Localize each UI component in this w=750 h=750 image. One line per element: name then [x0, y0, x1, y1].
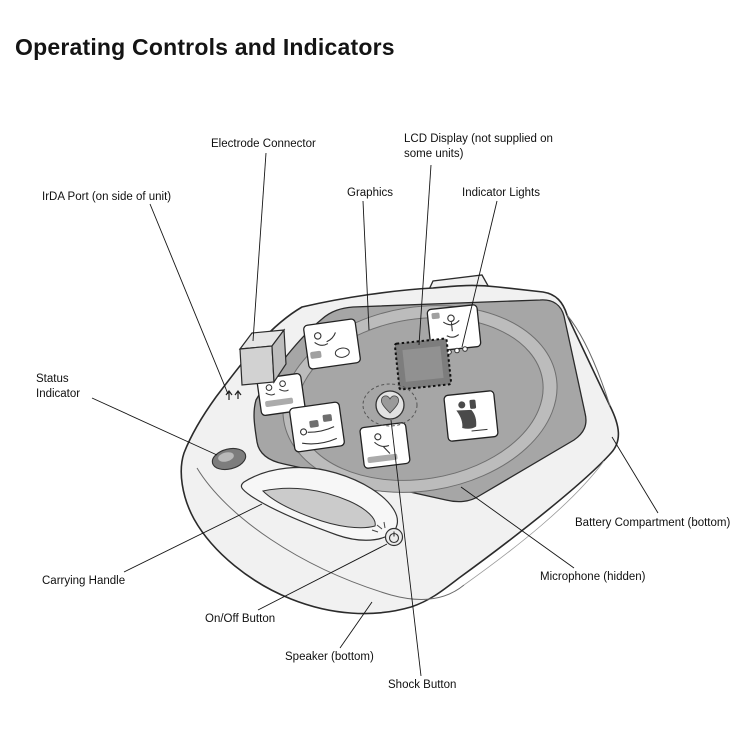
label-lcd-display: LCD Display (not supplied on some units)	[404, 133, 553, 160]
leader-indicator-lights	[461, 200, 498, 348]
label-indicator-lights: Indicator Lights	[462, 187, 540, 199]
label-carrying-handle: Carrying Handle	[42, 575, 126, 587]
page-title: Operating Controls and Indicators	[15, 34, 395, 60]
leader-lines	[91, 152, 659, 677]
leader-on-off-button	[257, 543, 388, 611]
label-battery-compartment: Battery Compartment (bottom)	[575, 517, 731, 529]
leader-graphics	[362, 200, 370, 331]
leader-microphone	[460, 486, 575, 569]
status-indicator-graphic	[211, 447, 247, 471]
leader-electrode-connector	[252, 152, 267, 342]
leader-lcd-display	[418, 164, 432, 346]
pictogram-caller	[443, 390, 499, 442]
irda-port-marker	[225, 390, 242, 400]
label-status-indicator: Status Indicator	[36, 373, 81, 400]
leader-status-indicator	[91, 397, 218, 456]
leader-shock-button	[390, 419, 422, 677]
label-microphone: Microphone (hidden)	[540, 571, 646, 583]
leader-speaker	[339, 601, 373, 649]
electrode-connector-graphic	[238, 328, 287, 386]
label-graphics: Graphics	[347, 187, 394, 199]
label-on-off-button: On/Off Button	[205, 613, 276, 625]
pictogram-patient	[289, 401, 345, 453]
pictogram-check-responsiveness	[303, 318, 361, 370]
carrying-handle-graphic	[240, 466, 399, 541]
pictogram-cpr	[359, 422, 411, 469]
leader-carrying-handle	[123, 503, 263, 573]
label-shock-button: Shock Button	[388, 679, 457, 691]
shock-button-graphic	[362, 383, 418, 427]
label-electrode-connector: Electrode Connector	[211, 138, 316, 150]
label-speaker: Speaker (bottom)	[285, 651, 374, 663]
leader-irda-port	[149, 203, 229, 395]
lcd-screen	[393, 337, 453, 391]
on-off-button-graphic	[371, 521, 404, 547]
leader-battery-compartment	[611, 436, 659, 514]
label-irda-port: IrDA Port (on side of unit)	[42, 191, 172, 203]
